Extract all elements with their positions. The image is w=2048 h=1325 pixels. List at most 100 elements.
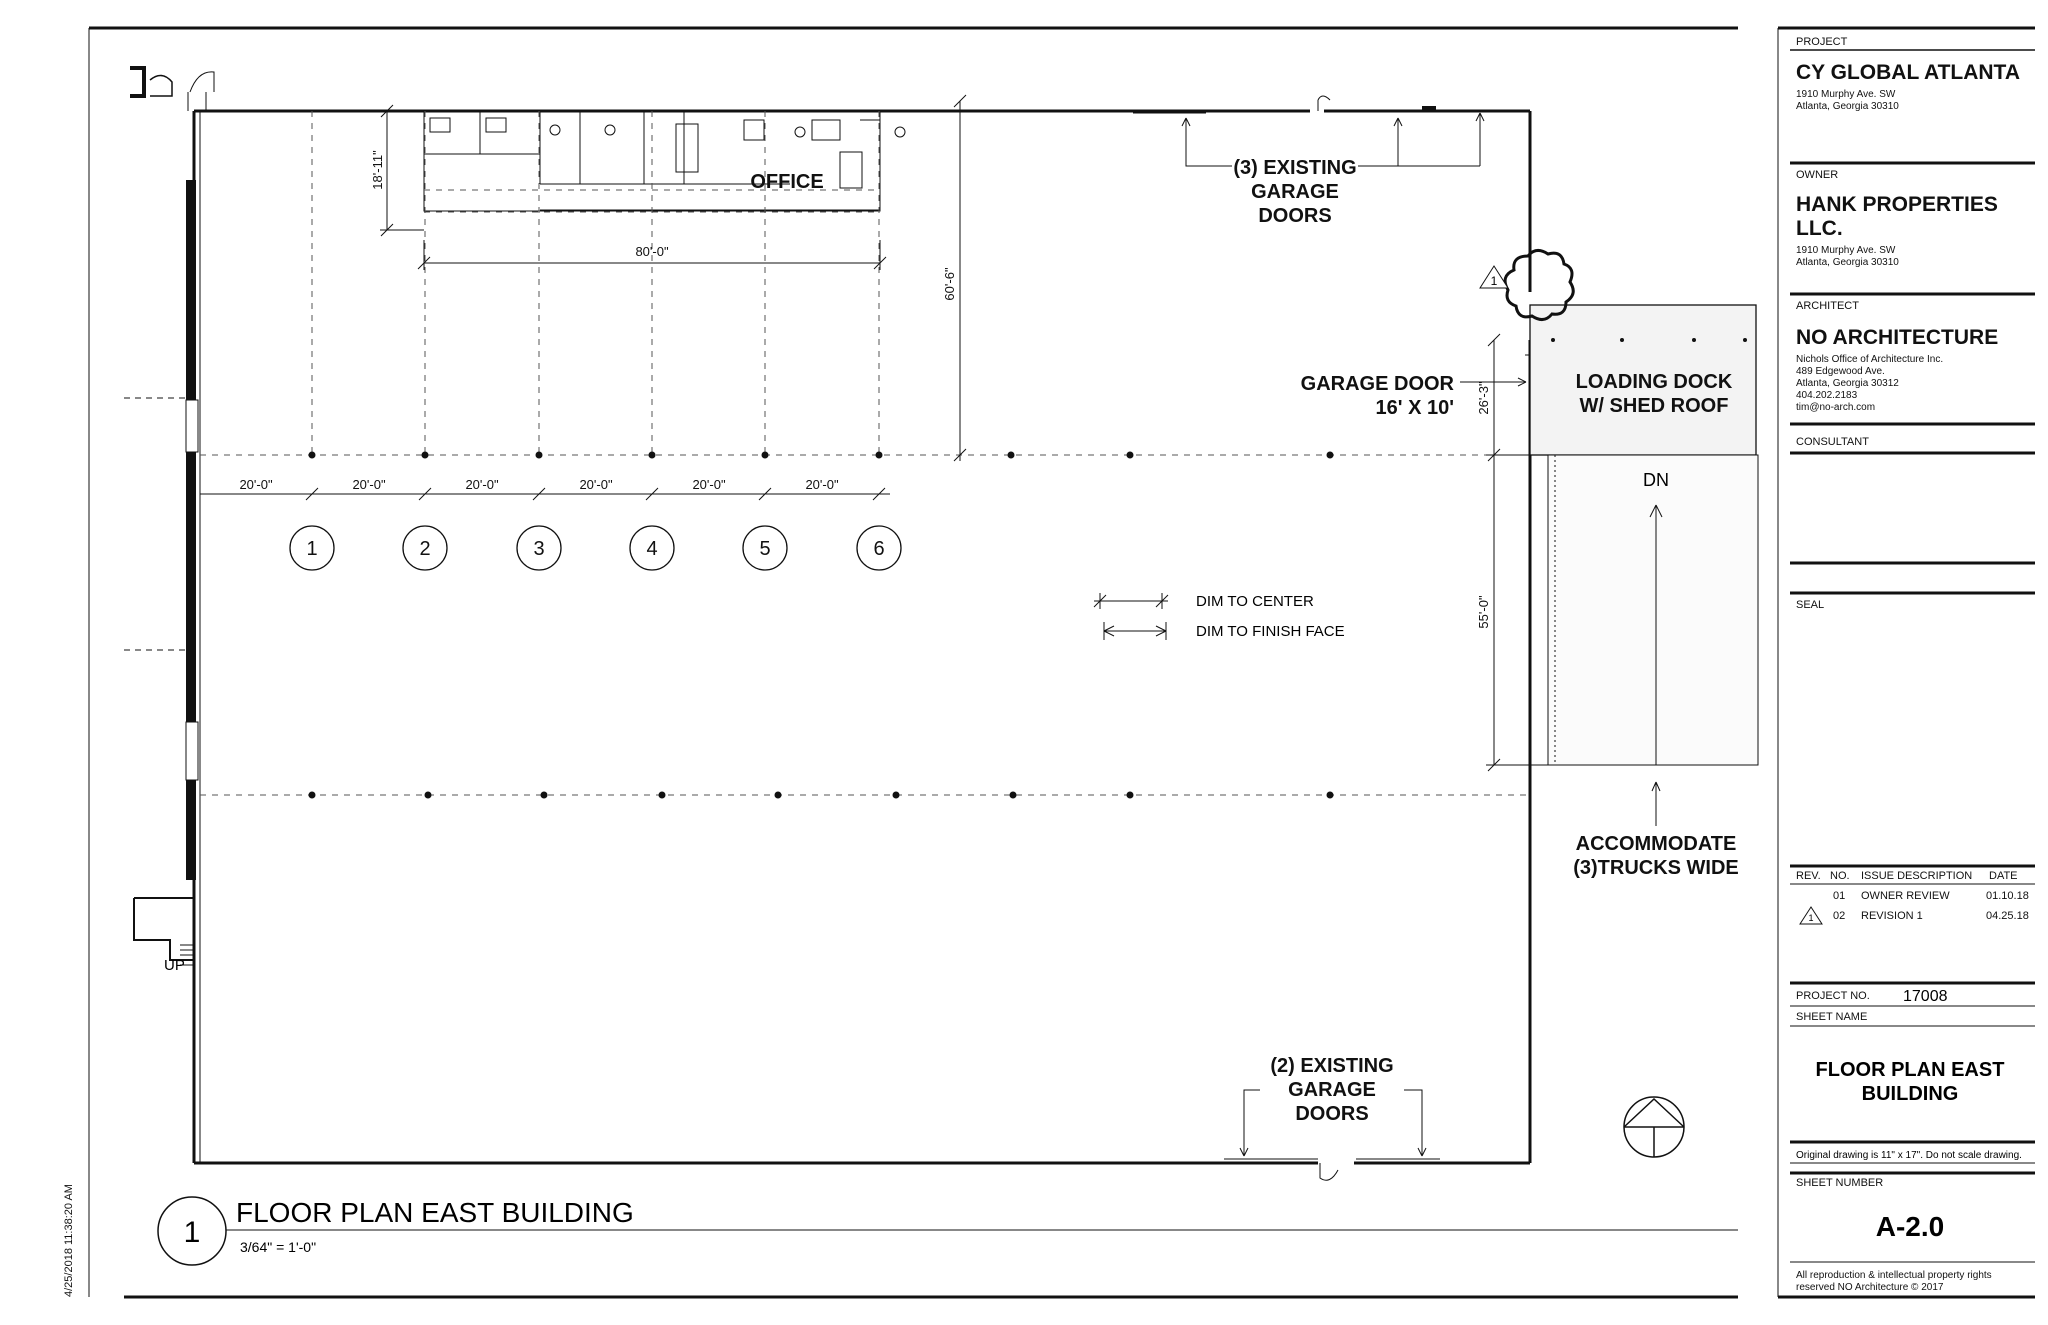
dimension-80ft-label: 80'-0" — [635, 244, 669, 259]
revision-triangle-plan-number: 1 — [1491, 274, 1498, 288]
dimension-18ft — [380, 104, 424, 237]
architect-address-line2: 489 Edgewood Ave. — [1796, 366, 1885, 377]
rev-row1-desc: OWNER REVIEW — [1861, 890, 1950, 902]
bay-dim-6: 20'-0" — [805, 477, 839, 492]
revision-triangle-plan — [1479, 265, 1509, 289]
rev-row2-date: 04.25.18 — [1986, 910, 2029, 922]
sheet-number: A-2.0 — [1876, 1211, 1944, 1242]
revision-cloud — [1503, 249, 1575, 321]
grid-number-6: 6 — [873, 538, 884, 560]
office-label: OFFICE — [750, 171, 823, 193]
owner-address-line2: Atlanta, Georgia 30310 — [1796, 257, 1899, 268]
project-address-line2: Atlanta, Georgia 30310 — [1796, 101, 1899, 112]
bay-dim-3: 20'-0" — [465, 477, 499, 492]
rev-row1-date: 01.10.18 — [1986, 890, 2029, 902]
garage-door-line2: 16' X 10' — [1376, 397, 1454, 419]
existing-doors-top-leader — [1181, 112, 1485, 167]
architect-email: tim@no-arch.com — [1796, 402, 1875, 413]
dimension-60ft-label: 60'-6" — [942, 267, 957, 301]
left-dash-marks — [124, 397, 186, 651]
seal-label: SEAL — [1796, 599, 1824, 611]
revision-delta-icon — [1799, 906, 1823, 925]
sheet-name-label: SHEET NAME — [1796, 1011, 1867, 1023]
bay-dim-2: 20'-0" — [352, 477, 386, 492]
grid-number-4: 4 — [646, 538, 657, 560]
architect-phone: 404.202.2183 — [1796, 390, 1858, 401]
copyright-line1: All reproduction & intellectual property… — [1796, 1270, 1992, 1281]
garage-door-line1: GARAGE DOOR — [1301, 373, 1455, 395]
architect-address-line3: Atlanta, Georgia 30312 — [1796, 378, 1899, 389]
grid-number-1: 1 — [306, 538, 317, 560]
dimension-26ft-label: 26'-3" — [1476, 381, 1491, 415]
dimension-55ft-label: 55'-0" — [1476, 595, 1491, 629]
rev-row1-no: 01 — [1833, 890, 1845, 902]
bay-dimension-line — [199, 487, 890, 501]
accommodate-line1: ACCOMMODATE — [1576, 833, 1737, 855]
column-points — [308, 451, 1334, 799]
existing-doors-bottom-line1: (2) EXISTING — [1270, 1055, 1393, 1077]
sheet-name-line1: FLOOR PLAN EAST — [1816, 1059, 2005, 1081]
project-number: 17008 — [1903, 988, 1948, 1005]
title-block — [1790, 49, 2035, 1263]
sheet-number-label: SHEET NUMBER — [1796, 1177, 1883, 1189]
sheet-border — [88, 26, 2035, 1299]
architect-address-line1: Nichols Office of Architecture Inc. — [1796, 354, 1943, 365]
dimension-60ft — [953, 94, 967, 462]
stair-up-label: UP — [164, 957, 185, 974]
copyright-line2: reserved NO Architecture © 2017 — [1796, 1282, 1944, 1293]
loading-dock-line2: W/ SHED ROOF — [1580, 395, 1729, 417]
architect-name: NO ARCHITECTURE — [1796, 326, 1998, 349]
bay-dim-4: 20'-0" — [579, 477, 613, 492]
existing-doors-bottom-leader — [1239, 1089, 1427, 1157]
dimension-legend — [1093, 593, 1169, 640]
architect-label: ARCHITECT — [1796, 300, 1859, 312]
existing-doors-top-line3: DOORS — [1258, 205, 1331, 227]
rev-header-rev: REV. — [1796, 870, 1821, 882]
loading-dock — [1525, 304, 1759, 766]
view-title-text: FLOOR PLAN EAST BUILDING — [236, 1197, 634, 1228]
existing-doors-top-line2: GARAGE — [1251, 181, 1339, 203]
legend-dim-to-finish-face: DIM TO FINISH FACE — [1196, 623, 1345, 640]
loading-dock-points — [1551, 338, 1747, 342]
project-number-label: PROJECT NO. — [1796, 990, 1870, 1002]
owner-name-line2: LLC. — [1796, 217, 1843, 240]
rev-row2-delta-number: 1 — [1808, 913, 1813, 923]
project-label: PROJECT — [1796, 36, 1848, 48]
rev-row2-no: 02 — [1833, 910, 1845, 922]
view-number: 1 — [184, 1216, 201, 1249]
grid-number-5: 5 — [759, 538, 770, 560]
bay-dimension-labels: 20'-0" 20'-0" 20'-0" 20'-0" 20'-0" 20'-0… — [239, 477, 839, 492]
grid-bubbles — [289, 525, 902, 571]
consultant-label: CONSULTANT — [1796, 436, 1869, 448]
existing-doors-bottom-line2: GARAGE — [1288, 1079, 1376, 1101]
grid-number-2: 2 — [419, 538, 430, 560]
rev-header-description: ISSUE DESCRIPTION — [1861, 870, 1972, 882]
owner-address-line1: 1910 Murphy Ave. SW — [1796, 245, 1896, 256]
accommodate-line2: (3)TRUCKS WIDE — [1573, 857, 1739, 879]
sheet-name-line2: BUILDING — [1862, 1083, 1959, 1105]
building-outline — [130, 66, 1532, 1181]
owner-name-line1: HANK PROPERTIES — [1796, 193, 1998, 216]
view-title: 1 FLOOR PLAN EAST BUILDING 3/64" = 1'-0" — [157, 1196, 1738, 1266]
office-block — [423, 110, 906, 212]
grid-number-3: 3 — [533, 538, 544, 560]
rev-header-date: DATE — [1989, 870, 2018, 882]
north-arrow-icon — [1623, 1096, 1685, 1158]
legend-dim-to-center: DIM TO CENTER — [1196, 593, 1314, 610]
existing-doors-bottom-line3: DOORS — [1295, 1103, 1368, 1125]
existing-doors-top-line1: (3) EXISTING — [1233, 157, 1356, 179]
owner-label: OWNER — [1796, 169, 1838, 181]
project-address-line1: 1910 Murphy Ave. SW — [1796, 89, 1896, 100]
bay-dim-5: 20'-0" — [692, 477, 726, 492]
project-name: CY GLOBAL ATLANTA — [1796, 61, 2020, 84]
bay-dim-1: 20'-0" — [239, 477, 273, 492]
original-drawing-note: Original drawing is 11" x 17". Do not sc… — [1796, 1150, 2022, 1161]
view-scale: 3/64" = 1'-0" — [240, 1239, 316, 1255]
print-timestamp: 4/25/2018 11:38:20 AM — [63, 1184, 75, 1297]
accommodate-leader — [1651, 781, 1661, 826]
dock-down-label: DN — [1643, 470, 1669, 490]
dimension-80ft — [417, 240, 887, 270]
grid-bubble-labels: 1 2 3 4 5 6 — [306, 538, 884, 560]
dock-dimensions — [1460, 333, 1548, 772]
